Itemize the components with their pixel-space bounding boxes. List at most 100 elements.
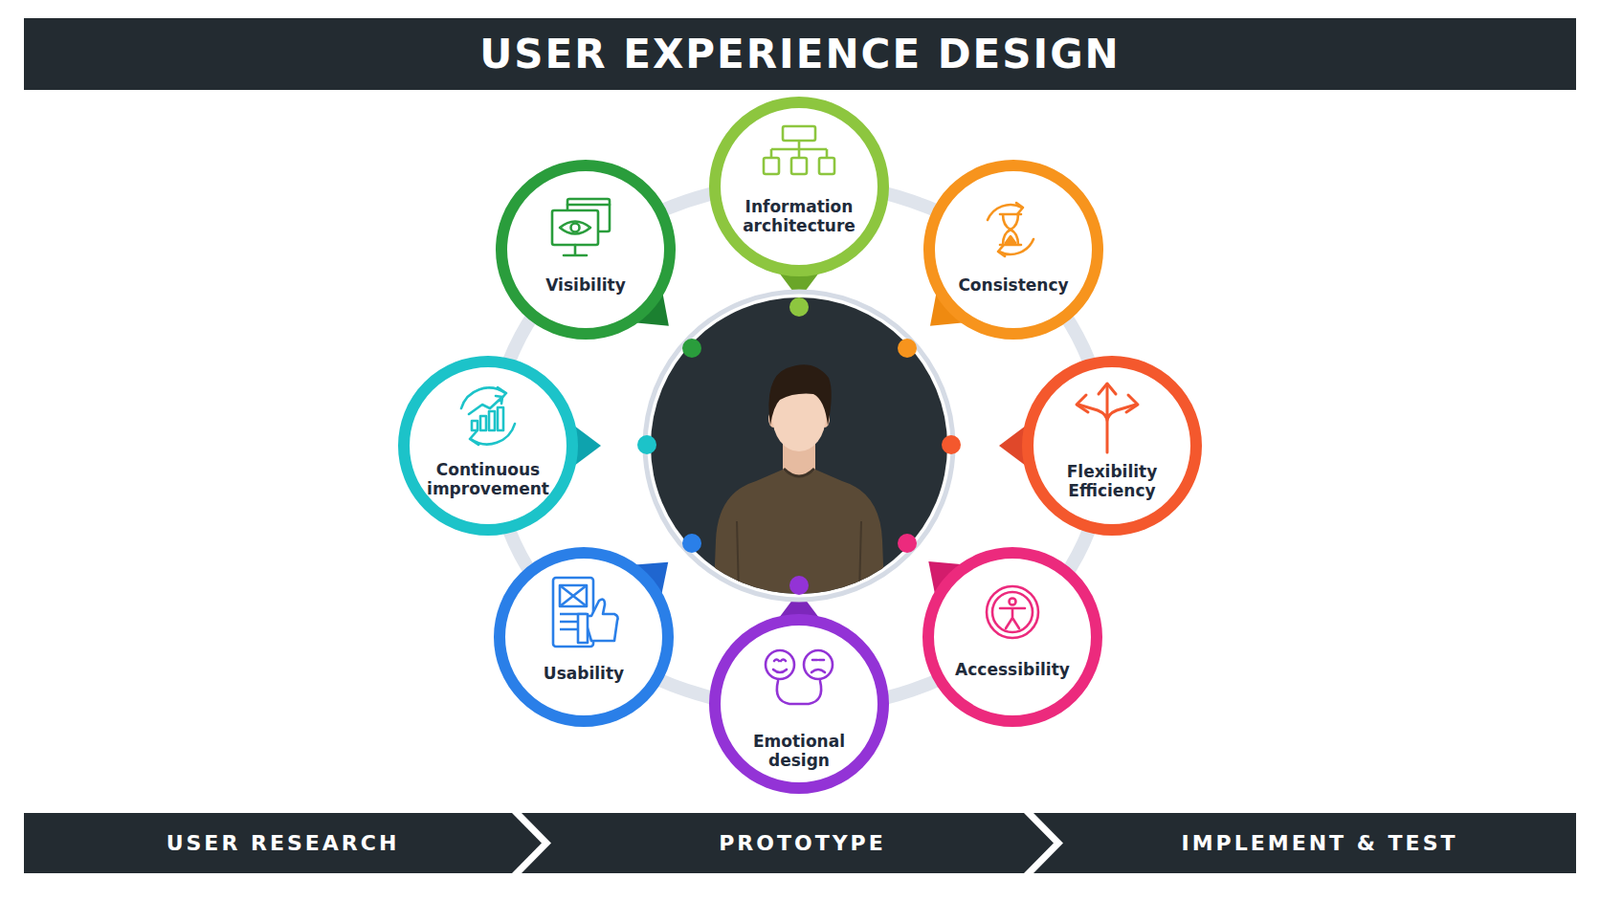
circle-outline <box>714 620 884 789</box>
circle-outline <box>709 96 889 277</box>
ring-dot <box>682 533 702 554</box>
process-step: PROTOTYPE <box>521 813 1054 874</box>
improvement-icon <box>468 396 503 415</box>
improvement-icon <box>480 416 487 431</box>
circle-outline <box>1027 361 1197 531</box>
diagram-title: USER EXPERIENCE DESIGN <box>479 30 1121 78</box>
circle-outline <box>928 553 1097 722</box>
chevron-outline <box>1033 813 1577 874</box>
chevron-outline <box>23 813 542 874</box>
emotion-icon <box>803 650 833 680</box>
process-step: USER RESEARCH <box>23 813 542 874</box>
hourglass-icon <box>987 202 1034 257</box>
hourglass-icon <box>998 239 1034 257</box>
circle-outline <box>398 355 578 536</box>
circle-outline <box>493 547 674 728</box>
circle-outline <box>922 547 1103 728</box>
principle-circle: Continuous improvement <box>398 355 578 536</box>
split-arrow-icon <box>1076 383 1138 453</box>
text-wrap: Continuous improvement <box>423 460 554 499</box>
ring-dot <box>789 297 809 317</box>
emotion-icon <box>765 650 833 705</box>
usability-icon <box>559 585 587 607</box>
split-arrow-icon <box>1078 385 1136 453</box>
accessibility-icon <box>1000 608 1025 629</box>
user-shirt <box>712 468 886 613</box>
principle-circle: Emotional design <box>709 614 889 795</box>
text-wrap: Visibility <box>521 275 651 295</box>
step-label: USER RESEARCH <box>166 831 400 856</box>
principle-label: Usability <box>519 664 649 684</box>
principle-circle: Flexibility Efficiency <box>1022 355 1202 536</box>
hourglass-icon <box>1000 214 1022 245</box>
step-label: IMPLEMENT & TEST <box>1181 831 1459 856</box>
process-step: IMPLEMENT & TEST <box>1033 813 1577 874</box>
principle-label: Accessibility <box>948 660 1078 680</box>
circle-outline <box>403 361 573 531</box>
visibility-icon <box>563 244 587 256</box>
principle-label: Emotional design <box>734 732 865 771</box>
circle-outline <box>929 165 1098 334</box>
circle-outline <box>499 553 668 722</box>
visibility-icon <box>559 222 591 235</box>
user-illustration <box>712 364 886 613</box>
split-arrow-icon <box>1076 395 1089 413</box>
principle-label: Flexibility Efficiency <box>1047 462 1178 501</box>
ring-dot <box>897 338 917 358</box>
text-wrap: USER RESEARCH <box>23 813 542 874</box>
visibility-icon <box>567 203 610 207</box>
hierarchy-icon <box>782 126 816 141</box>
text-wrap: PROTOTYPE <box>551 813 1054 874</box>
text-wrap: Accessibility <box>948 660 1078 680</box>
visibility-icon <box>552 199 610 256</box>
text-wrap: Information architecture <box>734 197 865 236</box>
emotion-icon <box>777 681 822 705</box>
improvement-icon <box>469 423 515 445</box>
user-collar <box>783 468 815 477</box>
text-wrap: Consistency <box>949 275 1079 295</box>
usability-icon <box>583 600 619 642</box>
circle-outline <box>501 165 670 334</box>
principle-circle: Usability <box>493 547 674 728</box>
text-wrap: IMPLEMENT & TEST <box>1063 813 1577 874</box>
accessibility-icon <box>992 592 1033 633</box>
ring-dot <box>789 576 809 596</box>
accessibility-icon <box>986 586 1039 639</box>
accessibility-icon <box>1009 599 1017 606</box>
hierarchy-icon <box>763 157 779 175</box>
text-wrap: Flexibility Efficiency <box>1047 462 1178 501</box>
hierarchy-icon <box>763 126 835 175</box>
principle-label: Continuous improvement <box>423 460 554 499</box>
circle-outline <box>923 159 1104 340</box>
ring-dot <box>637 435 657 455</box>
circle-outline <box>1022 355 1202 536</box>
usability-icon <box>553 577 594 647</box>
improvement-icon <box>461 387 515 445</box>
emotion-icon <box>765 650 795 680</box>
ring-dot <box>897 533 917 554</box>
improvement-icon <box>461 387 507 409</box>
hierarchy-icon <box>771 140 827 158</box>
principle-circle: Information architecture <box>709 96 889 277</box>
principle-circle: Accessibility <box>922 547 1103 728</box>
chevron-outline <box>521 813 1054 874</box>
principle-label: Visibility <box>521 275 651 295</box>
title-bar: USER EXPERIENCE DESIGN <box>23 18 1577 90</box>
improvement-icon <box>488 411 495 431</box>
usability-icon <box>559 585 587 630</box>
improvement-icon <box>497 407 504 431</box>
emotion-icon <box>811 660 825 673</box>
principle-circle: Visibility <box>495 159 676 340</box>
principle-circle: Consistency <box>923 159 1104 340</box>
hierarchy-icon <box>819 157 835 175</box>
hourglass-icon <box>987 202 1023 221</box>
usability-icon <box>577 614 588 644</box>
hierarchy-icon <box>791 157 807 175</box>
split-arrow-icon <box>1126 395 1138 413</box>
circle-outline <box>495 159 676 340</box>
usability-icon <box>553 577 619 647</box>
visibility-icon <box>552 210 599 245</box>
text-wrap: Usability <box>519 664 649 684</box>
emotion-icon <box>773 660 787 674</box>
